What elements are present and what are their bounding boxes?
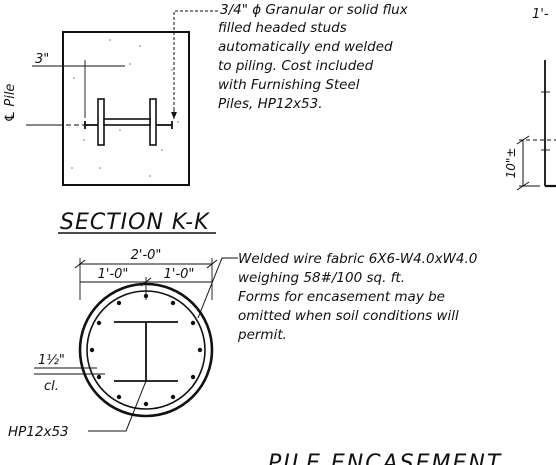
hp-pile-label: HP12x53 <box>8 424 69 440</box>
stud-note-line-0: 3/4" ϕ Granular or solid flux <box>220 2 409 18</box>
cover-dim-text: 1½" <box>38 353 65 368</box>
encasement-outline <box>62 31 190 186</box>
hpile-web <box>103 118 151 126</box>
section-kk <box>26 10 218 234</box>
fabric-note-leader <box>197 257 238 319</box>
bottom-title: PILE ENCASEMENT <box>268 451 502 465</box>
half-dim-left-text: 1'-0" <box>98 267 129 282</box>
stud-note-line-1: filled headed studs <box>218 20 347 36</box>
fabric-note-line-4: permit. <box>237 327 287 343</box>
rebar-dots <box>89 293 203 407</box>
right-side-dim: 10"± <box>504 148 518 179</box>
right-partial-detail <box>516 60 556 191</box>
fabric-note: Welded wire fabric 6X6-W4.0xW4.0 weighin… <box>237 251 477 343</box>
fabric-note-line-1: weighing 58#/100 sq. ft. <box>238 270 405 286</box>
hpile-left-flange <box>97 98 105 146</box>
pile-cl-label: ℄ Pile <box>3 84 18 123</box>
fabric-note-line-2: Forms for encasement may be <box>238 289 445 305</box>
stud-note-line-2: automatically end welded <box>218 39 393 55</box>
stud-note-line-4: with Furnishing Steel <box>218 77 360 93</box>
stud-note-line-5: Piles, HP12x53. <box>218 96 323 112</box>
concrete-speckle <box>71 39 179 177</box>
overall-dim-text: 2'-0" <box>131 248 162 263</box>
fabric-note-line-3: omitted when soil conditions will <box>238 308 459 324</box>
stud-note-leader <box>173 10 218 118</box>
circular-section <box>34 257 238 432</box>
section-kk-title: SECTION K-K <box>60 210 210 235</box>
half-dim-right-text: 1'-0" <box>164 267 195 282</box>
stud-note: 3/4" ϕ Granular or solid flux filled hea… <box>218 2 409 112</box>
right-top-label: 1'- <box>532 7 549 22</box>
dim-3in-text: 3" <box>35 52 49 67</box>
fabric-note-line-0: Welded wire fabric 6X6-W4.0xW4.0 <box>238 251 477 267</box>
hpile-right-flange <box>149 98 157 146</box>
cover-suffix-text: cl. <box>44 379 59 394</box>
hp-label-leader <box>88 380 147 432</box>
stud-note-line-3: to piling. Cost included <box>218 58 374 74</box>
